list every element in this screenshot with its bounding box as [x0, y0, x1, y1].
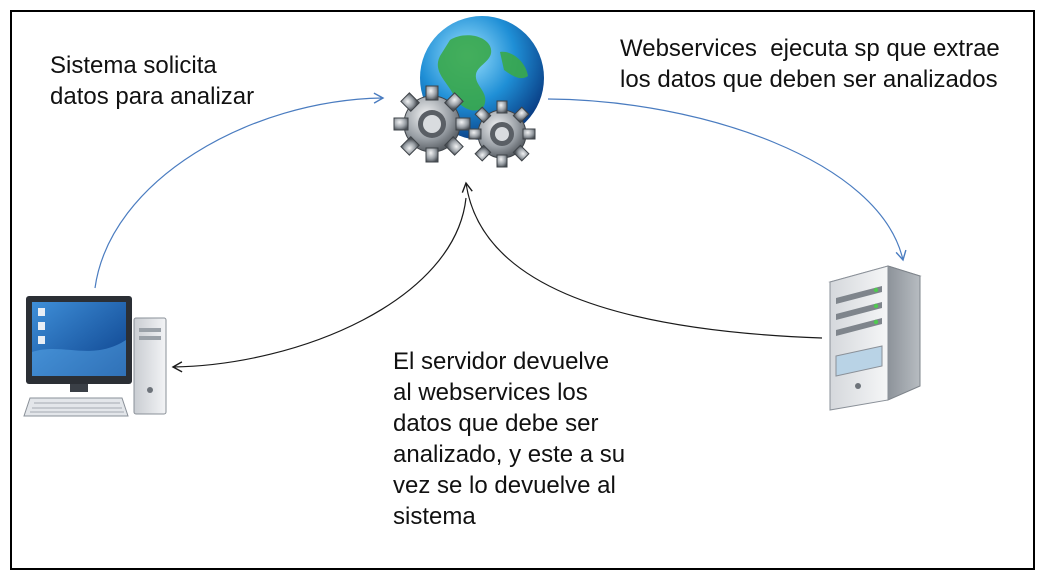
arrow-webservice-to-server: [547, 98, 907, 262]
server-tower-icon: [828, 265, 922, 411]
label-webservice-executes: Webservices ejecuta sp que extrae los da…: [620, 35, 1000, 93]
label-server-returns: El servidor devuelve al webservices los …: [393, 348, 626, 530]
globe-with-gears-icon: [393, 16, 544, 168]
computer-workstation-icon: [23, 296, 167, 417]
arrow-webservice-to-client: [171, 197, 467, 373]
arrow-server-to-webservice: [461, 181, 823, 339]
label-request-data: Sistema solicita datos para analizar: [50, 52, 255, 110]
arrow-client-to-webservice: [94, 92, 385, 289]
